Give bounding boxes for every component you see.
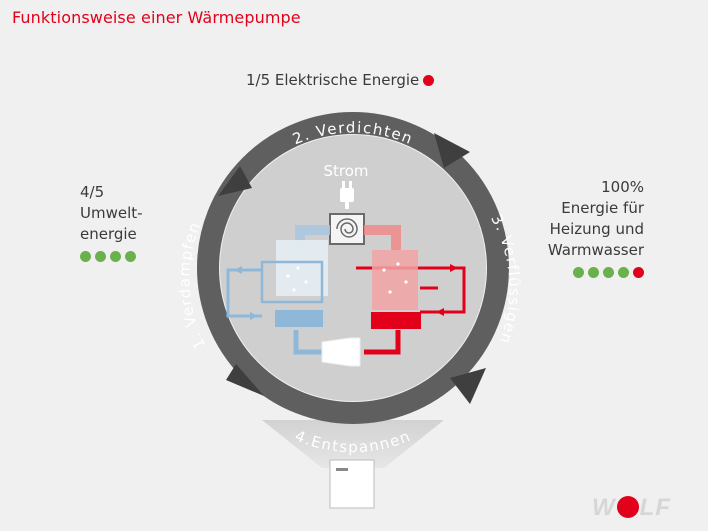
environment-label-1: Umwelt- bbox=[80, 204, 143, 222]
green-dot bbox=[125, 251, 136, 262]
environment-energy-block: 4/5 Umwelt- energie bbox=[80, 182, 143, 262]
ring-arrow-right-bottom bbox=[450, 368, 486, 404]
green-dot bbox=[618, 267, 629, 278]
environment-label-2: energie bbox=[80, 225, 137, 243]
electric-energy-dot bbox=[423, 75, 435, 86]
output-dots bbox=[548, 267, 644, 278]
output-energy-block: 100% Energie für Heizung und Warmwasser bbox=[548, 177, 644, 278]
hot-arrow-right bbox=[450, 264, 458, 272]
electric-energy-label: 1/5 Elektrische Energie bbox=[246, 70, 435, 91]
output-percent: 100% bbox=[601, 178, 644, 196]
cycle-ring bbox=[197, 112, 509, 424]
green-dot bbox=[80, 251, 91, 262]
environment-dots bbox=[80, 251, 143, 262]
cycle-disc bbox=[220, 135, 486, 401]
output-label-3: Warmwasser bbox=[547, 241, 644, 259]
cold-arrow-right bbox=[250, 312, 258, 320]
projection-cone bbox=[262, 420, 444, 468]
output-label-2: Heizung und bbox=[549, 220, 644, 238]
compressor-icon bbox=[329, 213, 365, 245]
green-dot bbox=[588, 267, 599, 278]
green-dot bbox=[95, 251, 106, 262]
ring-arrow-left-top bbox=[218, 166, 252, 196]
green-dot bbox=[603, 267, 614, 278]
green-dot bbox=[573, 267, 584, 278]
cold-arrow-left bbox=[234, 266, 242, 274]
page-title: Funktionsweise einer Wärmepumpe bbox=[12, 8, 301, 27]
brand-logo-dot bbox=[616, 496, 639, 518]
output-label-1: Energie für bbox=[561, 199, 644, 217]
green-dot bbox=[110, 251, 121, 262]
heat-pump-unit-icon bbox=[329, 459, 375, 509]
heat-pump-unit-vent bbox=[336, 468, 348, 471]
ring-arrow-bottom-left bbox=[226, 364, 264, 396]
plug-icon bbox=[340, 181, 354, 209]
environment-fraction: 4/5 bbox=[80, 183, 105, 201]
ring-arrow-top-right bbox=[434, 133, 470, 168]
red-dot bbox=[633, 267, 644, 278]
hot-arrow-left bbox=[436, 308, 444, 316]
condenser bbox=[371, 250, 421, 329]
evaporator bbox=[260, 240, 328, 327]
expansion-valve-icon bbox=[321, 337, 361, 367]
strom-label: Strom bbox=[323, 162, 368, 180]
